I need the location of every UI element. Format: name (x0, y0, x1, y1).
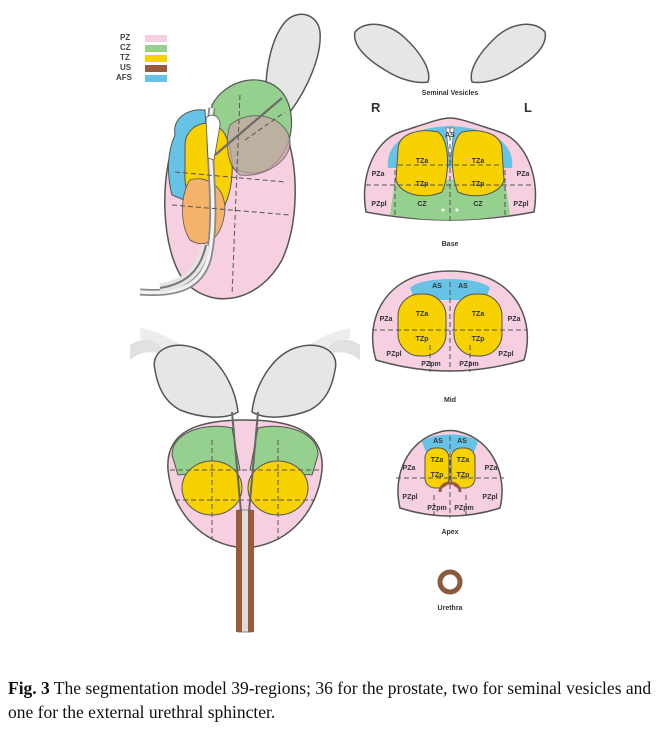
legend-label-tz: TZ (120, 53, 130, 62)
apex-transition-zone-left (424, 447, 450, 489)
apex-pza-left-label: PZa (403, 465, 416, 472)
coronal-vesicle-right (251, 344, 337, 418)
apex-section: AS AS TZa TZa TZp TZp PZa PZa PZpl PZpl … (396, 429, 504, 536)
legend: PZ CZ TZ US AFS (116, 33, 167, 82)
coronal-vesicle-left (153, 344, 239, 418)
mid-label: Mid (444, 397, 456, 404)
mid-as-right-label: AS (458, 283, 468, 290)
mid-tza-left-label: TZa (416, 311, 429, 318)
mid-pza-left-label: PZa (380, 316, 393, 323)
urethra-ring (437, 569, 463, 595)
urethra-label: Urethra (438, 605, 463, 612)
urethra-section: Urethra (437, 569, 463, 612)
mid-tzp-left-label: TZp (416, 336, 429, 343)
mid-pzpm-left-label: PZpm (421, 361, 440, 368)
apex-transition-zone-right (450, 447, 476, 489)
base-pza-right-label: PZa (517, 171, 530, 178)
sagittal-white-notch (205, 114, 221, 161)
base-dot-left (441, 208, 445, 212)
legend-label-us: US (120, 63, 132, 72)
seminal-vesicle-left-side (470, 23, 547, 84)
coronal-sphincter-left (236, 510, 242, 632)
mid-pzpl-right-label: PZpl (498, 351, 513, 358)
sagittal-seminal-vesicle (265, 13, 321, 113)
legend-item-pz: PZ (120, 33, 167, 42)
apex-dividers (396, 436, 504, 518)
base-dividers (366, 128, 534, 222)
legend-item-afs: AFS (116, 73, 167, 82)
prostate-segmentation-figure: PZ CZ TZ US AFS (116, 13, 547, 633)
seminal-vesicles-label: Seminal Vesicles (422, 90, 479, 97)
apex-pza-right-label: PZa (485, 465, 498, 472)
legend-item-tz: TZ (120, 53, 167, 62)
sagittal-view (139, 13, 321, 300)
legend-label-pz: PZ (120, 33, 130, 42)
base-cz-right-label: CZ (473, 201, 483, 208)
caption-figure-number: Fig. 3 (8, 678, 50, 698)
mid-section: AS AS TZa TZa TZp TZp PZa PZa PZpl PZpl … (371, 270, 529, 404)
apex-tza-right-label: TZa (457, 457, 470, 464)
left-side-label: L (524, 100, 532, 115)
apex-tza-left-label: TZa (431, 457, 444, 464)
base-pza-left-label: PZa (372, 171, 385, 178)
base-tza-left-label: TZa (416, 158, 429, 165)
apex-label: Apex (441, 529, 458, 536)
legend-swatch-cz (145, 45, 167, 52)
legend-label-cz: CZ (120, 43, 131, 52)
figure-caption: Fig. 3 The segmentation model 39-regions… (8, 676, 664, 724)
mid-pzpm-right-label: PZpm (459, 361, 478, 368)
mid-transition-zone-right (453, 293, 503, 357)
legend-item-us: US (120, 63, 167, 72)
legend-item-cz: CZ (120, 43, 167, 52)
seminal-vesicle-right-side (353, 23, 430, 84)
mid-tza-right-label: TZa (472, 311, 485, 318)
legend-swatch-us (145, 65, 167, 72)
apex-pzpl-right-label: PZpl (482, 494, 497, 501)
base-transition-zone-left (395, 130, 449, 197)
mid-tzp-right-label: TZp (472, 336, 485, 343)
base-section: AS TZa TZa TZp TZp PZa PZa PZpl PZpl CZ … (363, 117, 537, 248)
base-pzpl-left-label: PZpl (371, 201, 386, 208)
caption-text: The segmentation model 39-regions; 36 fo… (8, 678, 652, 722)
coronal-dividers (170, 440, 320, 540)
base-as-label: AS (445, 132, 455, 139)
sagittal-ejaculatory-duct (214, 97, 283, 156)
coronal-bg-arc-left (130, 339, 165, 360)
coronal-bg-arc-right (325, 339, 360, 360)
base-dot-right (455, 208, 459, 212)
coronal-view (130, 328, 360, 633)
base-transition-zone-right (451, 130, 505, 197)
apex-as-right-label: AS (457, 438, 467, 445)
base-tzp-right-label: TZp (472, 181, 485, 188)
legend-swatch-tz (145, 55, 167, 62)
coronal-sphincter-right (248, 510, 254, 632)
mid-pzpl-left-label: PZpl (386, 351, 401, 358)
apex-tzp-right-label: TZp (457, 472, 470, 479)
seminal-vesicles-diagram: Seminal Vesicles (353, 23, 547, 97)
mid-transition-zone-left (397, 293, 447, 357)
mid-dividers (372, 282, 528, 372)
apex-outline (397, 429, 503, 517)
base-label: Base (442, 241, 459, 248)
mid-as-left-label: AS (432, 283, 442, 290)
apex-pzpl-left-label: PZpl (402, 494, 417, 501)
apex-pzpm-right-label: PZpm (454, 505, 473, 512)
apex-as-left-label: AS (433, 438, 443, 445)
sagittal-sphincter-core (159, 244, 207, 289)
sagittal-dividers (171, 94, 291, 296)
base-pzpl-right-label: PZpl (513, 201, 528, 208)
legend-label-afs: AFS (116, 73, 133, 82)
right-side-label: R (371, 100, 381, 115)
mid-pza-right-label: PZa (508, 316, 521, 323)
apex-tzp-left-label: TZp (431, 472, 444, 479)
legend-swatch-afs (145, 75, 167, 82)
base-cz-left-label: CZ (417, 201, 427, 208)
base-tzp-left-label: TZp (416, 181, 429, 188)
apex-pzpm-left-label: PZpm (427, 505, 446, 512)
base-tza-right-label: TZa (472, 158, 485, 165)
coronal-duct-right (248, 411, 259, 513)
coronal-duct-left (231, 411, 242, 513)
legend-swatch-pz (145, 35, 167, 42)
apex-urethra-arc (438, 481, 462, 493)
